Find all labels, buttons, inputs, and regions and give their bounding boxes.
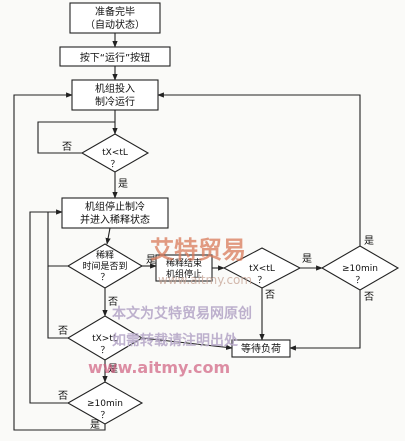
cond-tx-lt-tl-diamond: tX<tL ？: [80, 133, 150, 173]
label-yes-2: 是: [146, 254, 156, 266]
unit-stop-box: 机组停止制冷 并进入稀释状态: [61, 197, 169, 229]
label-no-4: 否: [364, 291, 374, 303]
watermark-line2: 如需转载请注明出处: [112, 332, 239, 349]
watermark-url2: www.aitmy.com: [88, 358, 230, 377]
edge-labels: 否 是 是 否 是 否 是 否 否 是 否 是: [58, 141, 374, 431]
watermark-brand: 艾特贸易: [150, 236, 246, 264]
label-yes-6: 是: [90, 419, 100, 431]
label-yes-4: 是: [364, 235, 374, 247]
label-yes-5: 是: [108, 363, 118, 375]
dilution-time-line2: 时间是否到: [82, 260, 127, 272]
label-no-1: 否: [62, 141, 72, 153]
dilution-end-line2: 机组停止: [166, 268, 202, 280]
wait-load-box: 等待负荷: [231, 339, 291, 358]
watermark-url1: www.aitmy.com: [158, 273, 252, 287]
connectors: [13, 33, 361, 431]
cond-10min-bottom-q: ？: [100, 411, 109, 421]
label-yes-3: 是: [302, 253, 312, 265]
watermark: 艾特贸易 www.aitmy.com 本文为艾特贸易网原创 如需转载请注明出处 …: [88, 236, 252, 377]
unit-start-box: 机组投入 制冷运行: [71, 79, 159, 111]
ready-line2: （自动状态）: [85, 18, 145, 31]
cond-tx-lt-tl-label: tX<tL: [102, 148, 128, 158]
ready-line1: 准备完毕: [95, 5, 135, 18]
label-no-5: 否: [58, 325, 68, 337]
label-no-2: 否: [108, 296, 118, 308]
cond-10min-right-q: ？: [355, 276, 364, 286]
cond-tx-lt-tl-right-q: ？: [257, 276, 266, 286]
unit-start-line1: 机组投入: [95, 82, 135, 95]
cond-tx-lt-tl-right-label: tX<tL: [249, 264, 275, 274]
dilution-end-line1: 稀释结束: [166, 257, 202, 269]
unit-start-line2: 制冷运行: [95, 95, 135, 108]
cond-tx-gt-tl-label: tX>tL: [92, 334, 118, 344]
cond-10min-bottom-label: ≥10min: [87, 399, 123, 409]
wait-load-label: 等待负荷: [241, 342, 281, 355]
cond-tx-gt-tl-q: ？: [100, 346, 109, 356]
press-run-label: 按下“运行”按钮: [80, 51, 150, 64]
unit-stop-line2: 并进入稀释状态: [80, 213, 150, 226]
unit-stop-line1: 机组停止制冷: [85, 200, 145, 213]
watermark-line1: 本文为艾特贸易网原创: [112, 305, 252, 322]
label-no-3: 否: [265, 289, 275, 301]
cond-tx-lt-tl-q: ？: [110, 160, 119, 170]
dilution-time-line1: 稀释: [96, 249, 114, 261]
dilution-time-diamond: 稀释 时间是否到 ？: [66, 243, 144, 289]
cond-10min-bottom-diamond: ≥10min ？: [66, 381, 144, 425]
label-no-6: 否: [58, 390, 68, 402]
cond-10min-right-label: ≥10min: [342, 264, 378, 274]
press-run-box: 按下“运行”按钮: [59, 46, 171, 67]
dilution-time-q: ？: [100, 273, 109, 283]
cond-10min-right-diamond: ≥10min ？: [320, 245, 400, 291]
ready-box: 准备完毕 （自动状态）: [69, 2, 161, 34]
label-yes-1: 是: [118, 178, 128, 190]
